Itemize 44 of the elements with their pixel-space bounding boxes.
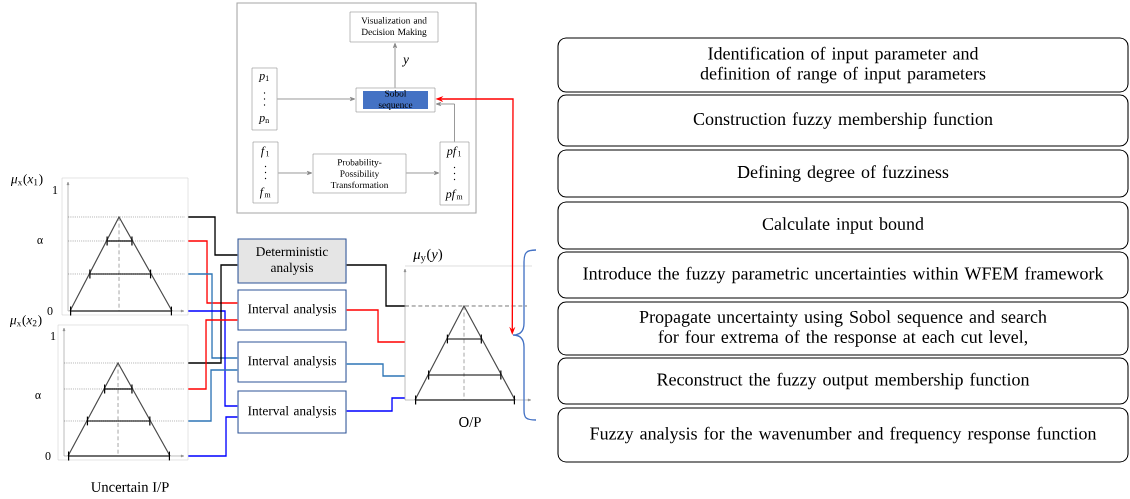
analysis-box: Interval analysis [237, 289, 347, 331]
arrow [393, 43, 397, 89]
step-box: Introduce the fuzzy parametric uncertainties within WFEM framework [557, 251, 1129, 299]
axis-title: μ$_{x}$(x$_{2}$) [9, 314, 42, 328]
tick-label: α [37, 238, 43, 244]
connector-line [345, 397, 406, 412]
analysis-box: Deterministic analysis [237, 238, 347, 284]
connector-line [187, 416, 239, 457]
arrow [405, 171, 439, 175]
step-box: Defining degree of fuzziness [557, 149, 1129, 198]
arrow [277, 171, 312, 175]
process-box: Sobol sequence [355, 87, 436, 113]
step-box: Fuzzy analysis for the wavenumber and frequency response function [557, 407, 1129, 463]
process-box: Probability- Possibility Transformation [312, 153, 407, 194]
connector-line [187, 216, 239, 256]
step-box: Construction fuzzy membership function [557, 94, 1129, 147]
connector-line [345, 363, 406, 377]
axis-title: μ$_{x}$(x$_{1}$) [10, 173, 43, 187]
chart-caption: O/P [459, 417, 481, 427]
tick-label: α [35, 393, 41, 399]
tick-label: 0 [47, 306, 53, 316]
connector-line [345, 264, 406, 307]
edge-label: y [401, 56, 411, 68]
analysis-box: Interval analysis [237, 341, 347, 383]
connector-line [187, 319, 239, 390]
step-box: Identification of input parameter and definition of range of input parameters [557, 37, 1129, 93]
inset-frame [236, 2, 477, 214]
connector-line [187, 369, 239, 422]
variable-box: f$_{1}$ f$_{m}$ [252, 141, 279, 204]
step-box: Calculate input bound [557, 201, 1129, 250]
axis-title: μ$_{y}$(y) [413, 248, 443, 264]
connector-line [345, 309, 406, 343]
connector-line [187, 240, 239, 304]
process-box: Visualization and Decision Making [349, 11, 439, 43]
arrow [436, 102, 455, 143]
step-box: Reconstruct the fuzzy output membership function [557, 357, 1129, 405]
arrow [276, 97, 355, 101]
tick-label: 1 [51, 332, 56, 340]
step-box: Propagate uncertainty using Sobol sequence and search for four extrema of the response at each cut level, [557, 301, 1129, 356]
axis-caption: Uncertain I/P [91, 482, 169, 492]
variable-box: pf$_{1}$ pf$_{m}$ [439, 141, 470, 206]
connector-line [187, 310, 239, 407]
analysis-box: Interval analysis [237, 390, 347, 434]
variable-box: p$_{1}$ p$_{n}$ [251, 67, 278, 131]
